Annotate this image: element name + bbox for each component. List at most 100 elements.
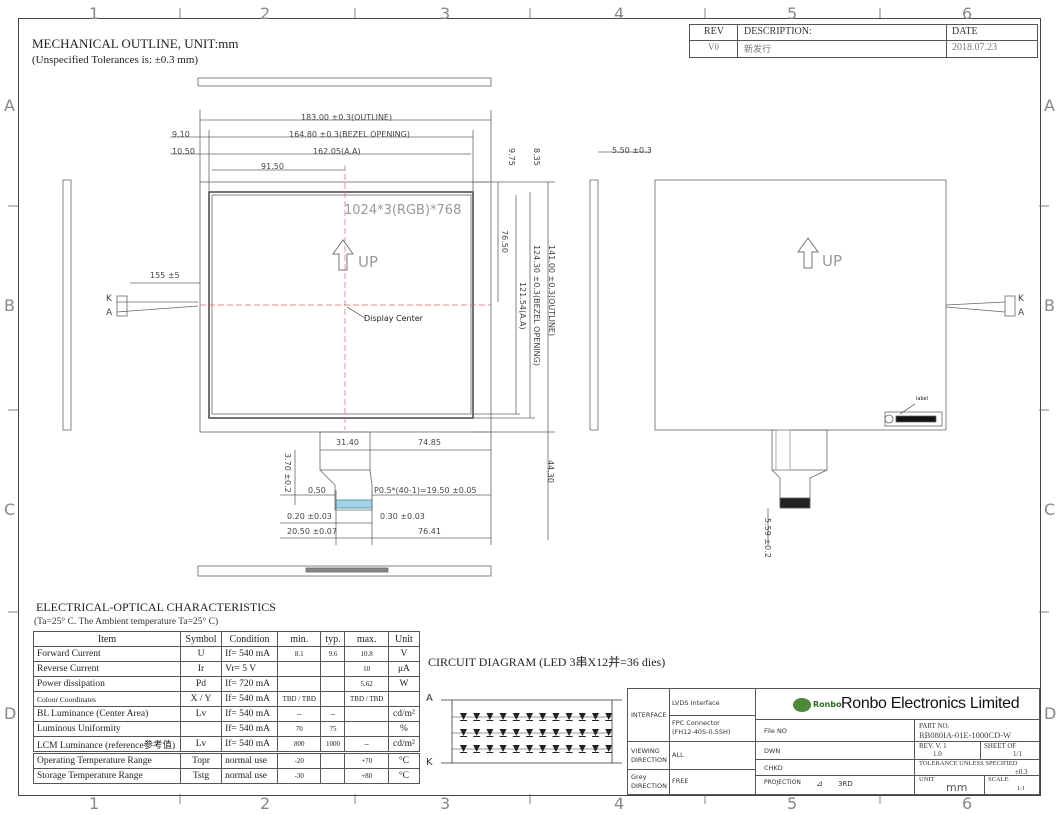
dim-wire-length: 155 ±5	[150, 271, 180, 280]
led-diode	[499, 729, 507, 736]
dim-thickness: 5.50 ±0.3	[612, 146, 652, 155]
eo-cell-min: -20	[277, 752, 322, 769]
led-diode	[526, 713, 533, 720]
eo-cell-cond: If= 540 mA	[221, 736, 279, 753]
dim-bezel-height: 124.30 ±0.3(BEZEL OPENING)	[532, 245, 541, 366]
zone-col-6: 6	[962, 4, 973, 23]
eo-cell-typ: 1000	[320, 736, 346, 753]
eo-cell-unit: cd/m²	[387, 706, 421, 722]
projection-value: 3RD	[838, 780, 853, 788]
circuit-cathode-label: K	[426, 757, 433, 768]
eo-cell-max	[344, 706, 389, 722]
zone-row-b-right: B	[1044, 296, 1055, 315]
zone-col-4: 4	[614, 4, 625, 23]
led-diode	[565, 713, 573, 720]
led-diode	[539, 729, 547, 736]
eo-subtitle: (Ta=25° C. The Ambient temperature Ta=25…	[34, 617, 219, 627]
projection-icon: ⊿	[816, 779, 823, 788]
led-diode	[605, 745, 613, 752]
dim-bezel-width: 164.80 ±0.3(BEZEL OPENING)	[289, 130, 410, 139]
rev-value: V0	[708, 42, 719, 52]
dim-4430: 44.30	[546, 460, 555, 483]
sheet-label: SHEET OF	[984, 742, 1017, 750]
dim-050: 0.50	[308, 486, 326, 495]
dim-1050: 10.50	[172, 147, 195, 156]
revision-table: REV DESCRIPTION: DATE V0 新发行 2018.07.23	[689, 24, 1038, 58]
zone-row-a-right: A	[1044, 96, 1055, 115]
part-no-label: PART NO.	[919, 722, 950, 730]
led-diode	[526, 729, 533, 736]
part-no-value: RB080IA-01E-1000CD-W	[919, 730, 1012, 740]
led-diode	[473, 713, 481, 720]
company-logo	[793, 698, 811, 712]
zone-col-4-bottom: 4	[614, 794, 625, 813]
rev-value: 1.0	[933, 750, 942, 758]
eo-cell-symbol: X / Y	[179, 691, 223, 707]
eo-cell-unit: cd/m²	[387, 736, 421, 753]
led-diode	[486, 729, 494, 736]
eo-cell-cond: normal use	[221, 768, 279, 784]
interface-fpc-part: (FH12-40S-0.5SH)	[672, 728, 731, 736]
eo-cell-typ: 75	[320, 721, 346, 737]
eo-col-min: min.	[277, 631, 322, 647]
dim-aa-height: 121.54(A.A)	[518, 282, 527, 330]
eo-cell-typ	[320, 768, 346, 784]
date-value: 2018.07.23	[952, 42, 997, 53]
description-header: DESCRIPTION:	[744, 26, 812, 37]
zone-col-1-bottom: 1	[89, 794, 100, 813]
eo-cell-min	[277, 661, 322, 677]
viewing-direction-value: ALL	[672, 751, 684, 759]
eo-title: ELECTRICAL-OPTICAL CHARACTERISTICS	[36, 600, 276, 614]
led-diode	[512, 745, 520, 752]
zone-row-c-right: C	[1044, 500, 1056, 519]
dim-pitch: P0.5*(40-1)=19.50 ±0.05	[374, 486, 477, 495]
eo-cell-min: 800	[277, 736, 322, 753]
eo-cell-unit: %	[387, 721, 421, 737]
eo-col-unit: Unit	[387, 631, 421, 647]
eo-cell-unit: W	[387, 676, 421, 692]
zone-col-3: 3	[440, 4, 451, 23]
led-diode	[578, 745, 586, 752]
eo-col-condition: Condition	[221, 631, 279, 647]
back-wire-a-label: A	[1018, 308, 1025, 318]
eo-cell-item: Forward Current	[33, 646, 181, 662]
eo-cell-unit: μA	[387, 661, 421, 677]
interface-fpc: FPC Connector	[672, 719, 720, 727]
eo-cell-typ	[320, 661, 346, 677]
eo-cell-symbol	[179, 721, 223, 737]
zone-col-6-bottom: 6	[962, 794, 973, 813]
eo-cell-min: 70	[277, 721, 322, 737]
date-header: DATE	[952, 26, 978, 37]
dim-outline-height: 141.00 ±0.3(OUTLINE)	[547, 245, 556, 337]
wire-k-label: K	[106, 294, 112, 304]
dim-975: 9.75	[507, 148, 516, 166]
dim-7641: 76.41	[418, 527, 441, 536]
eo-table: Item Symbol Condition min. typ. max. Uni…	[33, 631, 421, 784]
led-diode	[460, 745, 467, 752]
led-array	[452, 713, 613, 753]
eo-cell-cond: If= 540 mA	[221, 706, 279, 722]
led-diode	[473, 729, 481, 736]
eo-cell-symbol: Lv	[179, 706, 223, 722]
sheet-value: 1/1	[1013, 750, 1022, 758]
projection-label: PROJECTION	[764, 779, 801, 786]
eo-cell-item: Power dissipation	[33, 676, 181, 692]
eo-cell-item: Storage Temperature Range	[33, 768, 181, 784]
tolerance-label: TOLERANCE UNLESS SPECIFIED	[919, 760, 1018, 767]
led-diode	[592, 713, 599, 720]
file-no-label: File NO	[764, 727, 787, 735]
led-diode	[499, 713, 507, 720]
led-diode	[552, 729, 560, 736]
eo-cell-unit: °C	[387, 768, 421, 784]
resolution-label: 1024*3(RGB)*768	[344, 203, 462, 218]
grey-direction-value: FREE	[672, 777, 689, 785]
led-diode	[565, 745, 573, 752]
led-diode	[512, 729, 520, 736]
eo-cell-min: TBD / TBD	[277, 691, 322, 707]
eo-cell-cond: Vr= 5 V	[221, 661, 279, 677]
zone-row-b: B	[4, 296, 15, 315]
